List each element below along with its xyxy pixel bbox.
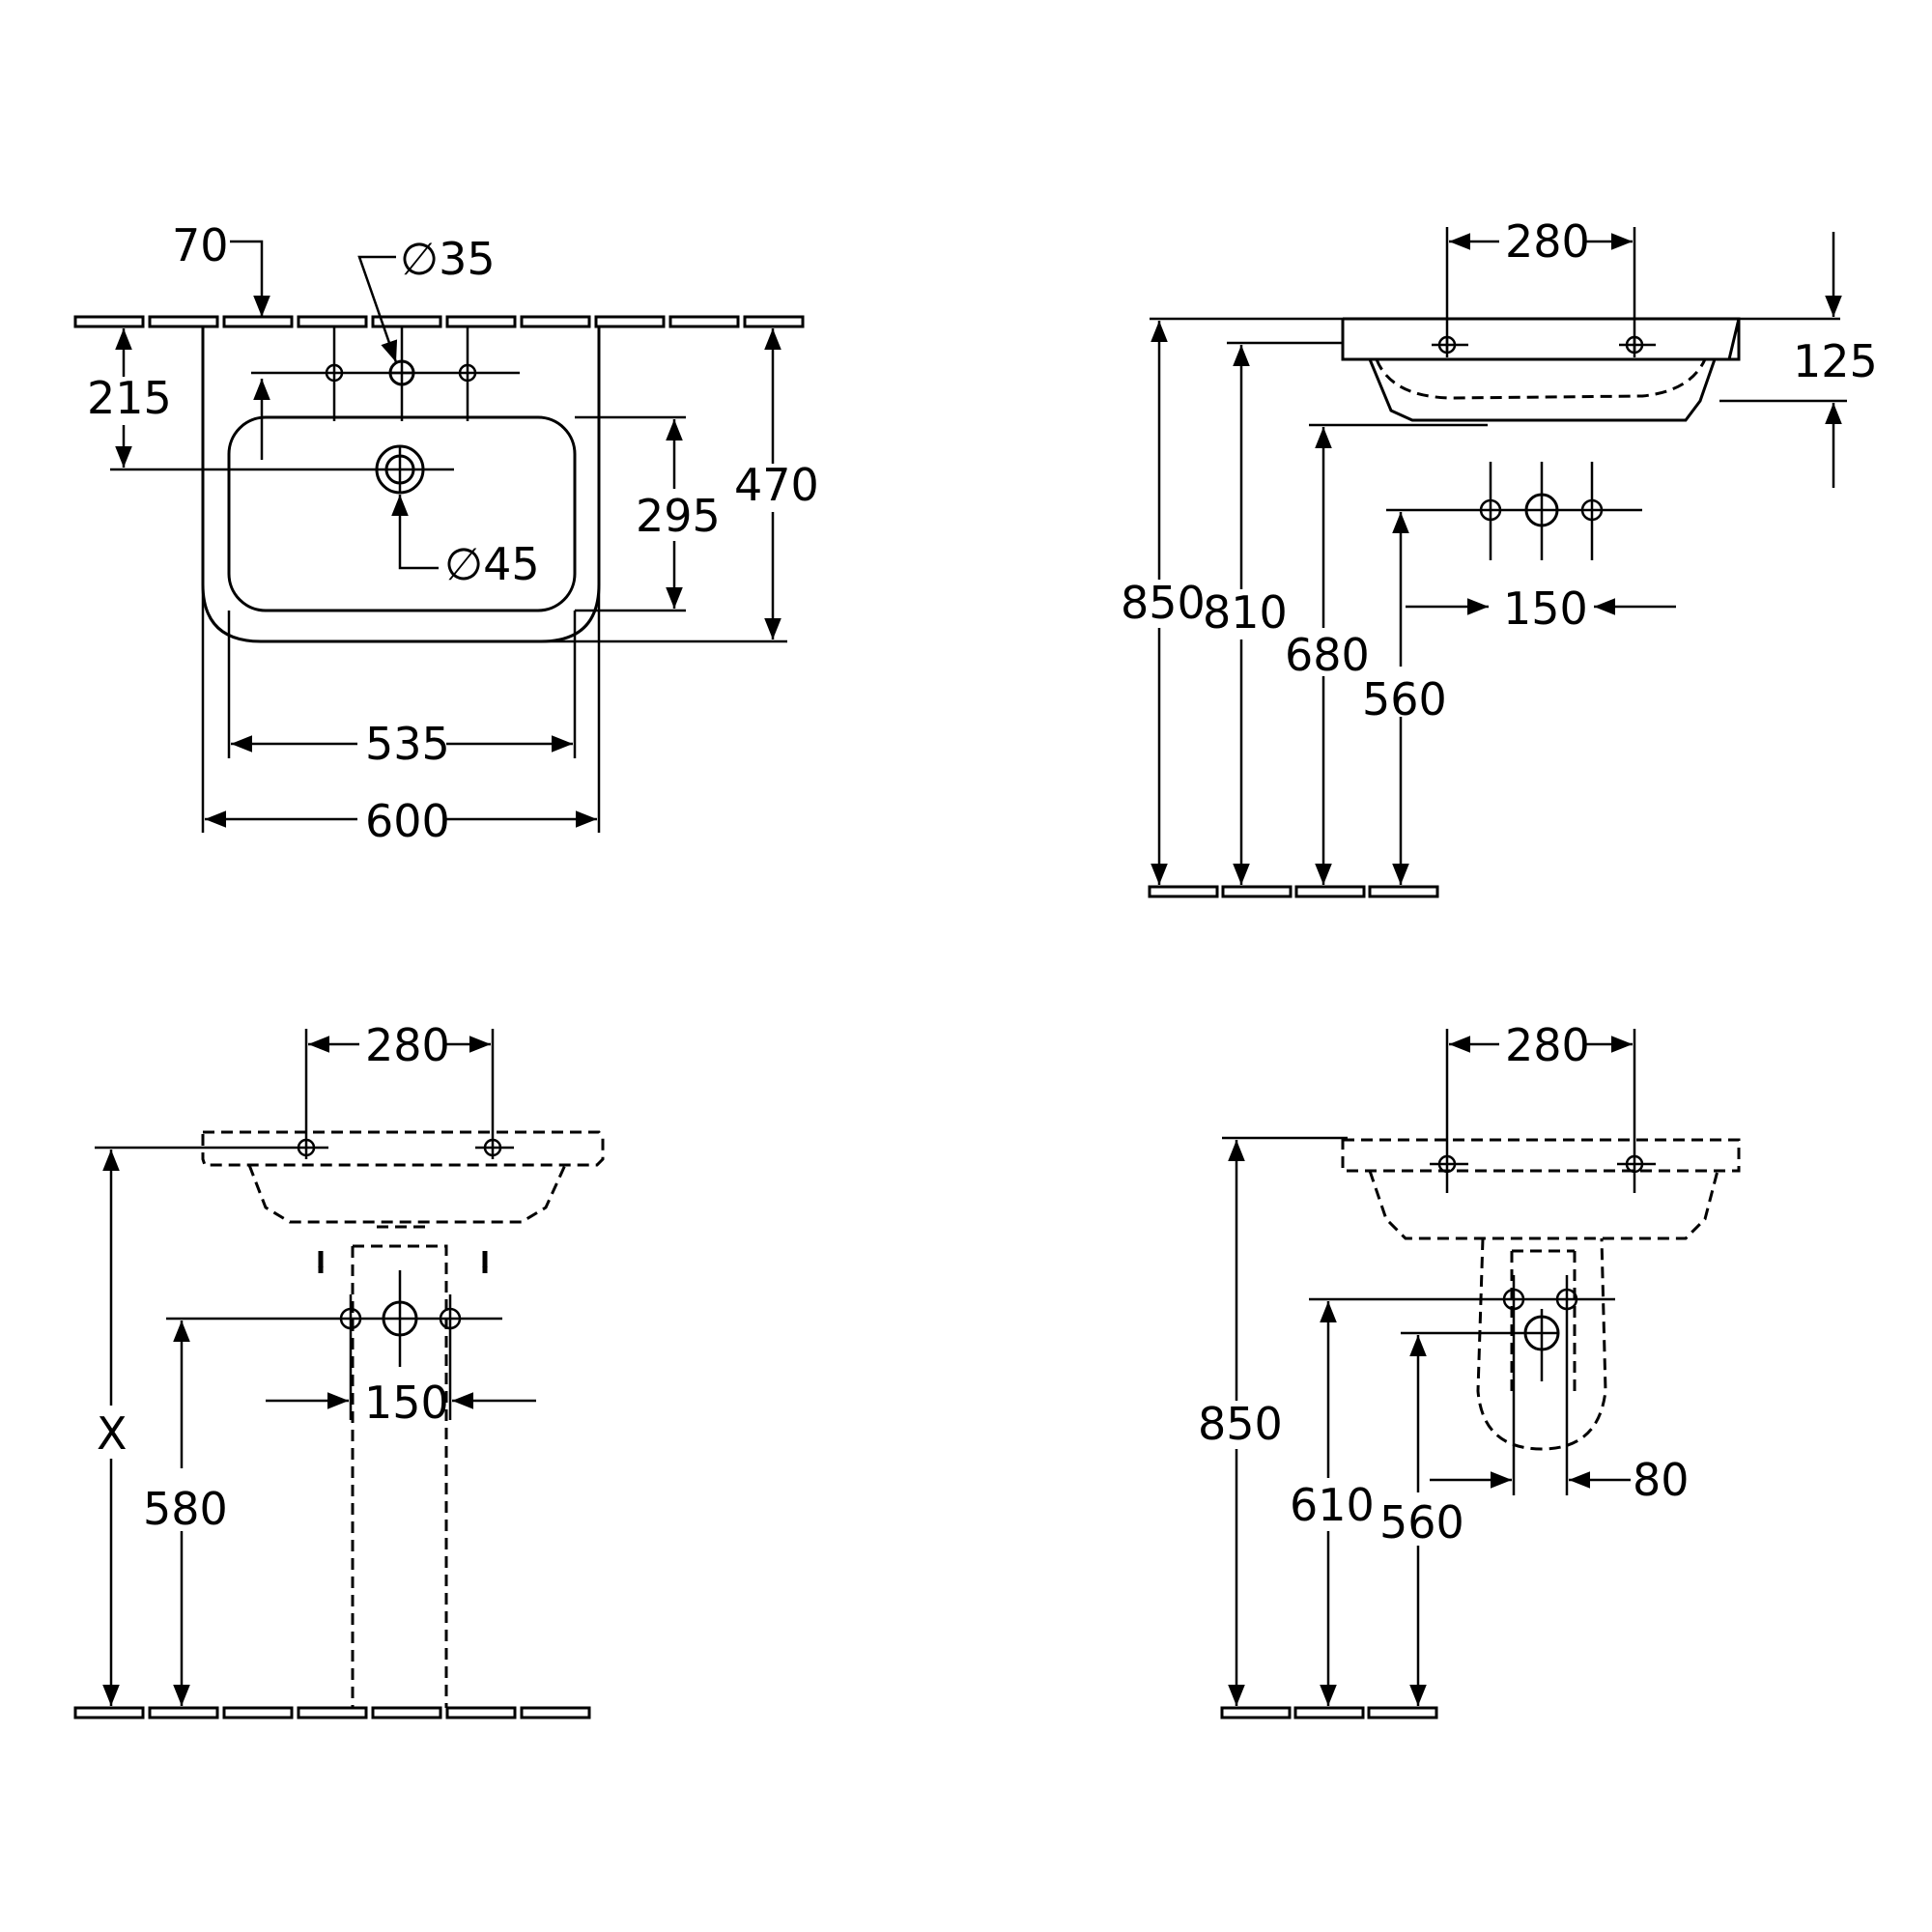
floor-side-view xyxy=(1148,885,1439,898)
dim-850-side: 850 xyxy=(1121,321,1206,885)
label-280-side: 280 xyxy=(1505,215,1590,268)
side-view: 280 125 850 810 680 xyxy=(1121,215,1878,898)
dim-680: 680 xyxy=(1285,423,1488,885)
floor-pedestal-view xyxy=(73,1706,591,1719)
dim-150-side: 150 xyxy=(1406,582,1676,635)
label-x: X xyxy=(97,1407,128,1460)
dim-810: 810 xyxy=(1203,341,1343,885)
label-125: 125 xyxy=(1793,335,1878,387)
label-215: 215 xyxy=(87,372,172,424)
dim-850-semi: 850 xyxy=(1198,1136,1348,1706)
label-80: 80 xyxy=(1633,1454,1690,1506)
tap-holes xyxy=(251,327,520,421)
label-560-side: 560 xyxy=(1362,673,1447,725)
label-d45: ∅45 xyxy=(444,538,540,590)
dim-280-side: 280 xyxy=(1445,215,1636,357)
dim-215: 215 xyxy=(87,328,172,468)
label-295: 295 xyxy=(636,490,721,542)
label-150-side: 150 xyxy=(1503,582,1588,635)
label-580: 580 xyxy=(143,1483,228,1535)
dim-80: 80 xyxy=(1430,1454,1690,1506)
floor-semi-pedestal-view xyxy=(1220,1706,1438,1719)
dim-610: 610 xyxy=(1290,1301,1375,1706)
label-610: 610 xyxy=(1290,1479,1375,1531)
dim-280-pedestal: 280 xyxy=(304,1019,495,1159)
dim-470: 470 xyxy=(541,328,819,643)
dim-600: 600 xyxy=(201,584,601,847)
label-280-pedestal: 280 xyxy=(365,1019,450,1071)
basin-front xyxy=(1341,317,1741,422)
label-150-pedestal: 150 xyxy=(364,1377,449,1429)
dim-125: 125 xyxy=(1719,232,1878,488)
dim-d45: ∅45 xyxy=(391,495,540,590)
wall-top-view xyxy=(73,315,805,328)
label-810: 810 xyxy=(1203,586,1288,639)
label-280-semi: 280 xyxy=(1505,1019,1590,1071)
dim-560-semi: 560 xyxy=(1379,1335,1464,1706)
semi-pedestal-view: 280 850 610 560 xyxy=(1198,1019,1741,1719)
dim-280-semi: 280 xyxy=(1445,1019,1636,1193)
wall-outlets-side xyxy=(1386,462,1642,560)
label-600: 600 xyxy=(365,795,450,847)
dim-560-side: 560 xyxy=(1362,512,1447,885)
dim-x: X xyxy=(95,1146,290,1706)
label-850-semi: 850 xyxy=(1198,1398,1283,1450)
label-680: 680 xyxy=(1285,629,1370,681)
pedestal-view: 280 X 150 580 xyxy=(73,1019,605,1719)
label-470: 470 xyxy=(734,459,819,511)
wall-outlets-pedestal xyxy=(166,1270,502,1420)
dim-d35: ∅35 xyxy=(357,233,496,363)
label-70: 70 xyxy=(172,219,229,271)
dim-580: 580 xyxy=(143,1321,228,1706)
label-535: 535 xyxy=(365,718,450,770)
dim-535: 535 xyxy=(227,611,577,770)
dim-295: 295 xyxy=(575,415,721,612)
label-560-semi: 560 xyxy=(1379,1496,1464,1548)
dim-70: 70 xyxy=(172,219,270,460)
wall-outlets-semi xyxy=(1309,1275,1615,1495)
dim-150-pedestal: 150 xyxy=(266,1377,536,1429)
drain xyxy=(110,444,454,495)
label-d35: ∅35 xyxy=(400,233,496,285)
top-view: 70 ∅35 215 295 470 xyxy=(73,219,819,847)
label-850-side: 850 xyxy=(1121,577,1206,629)
